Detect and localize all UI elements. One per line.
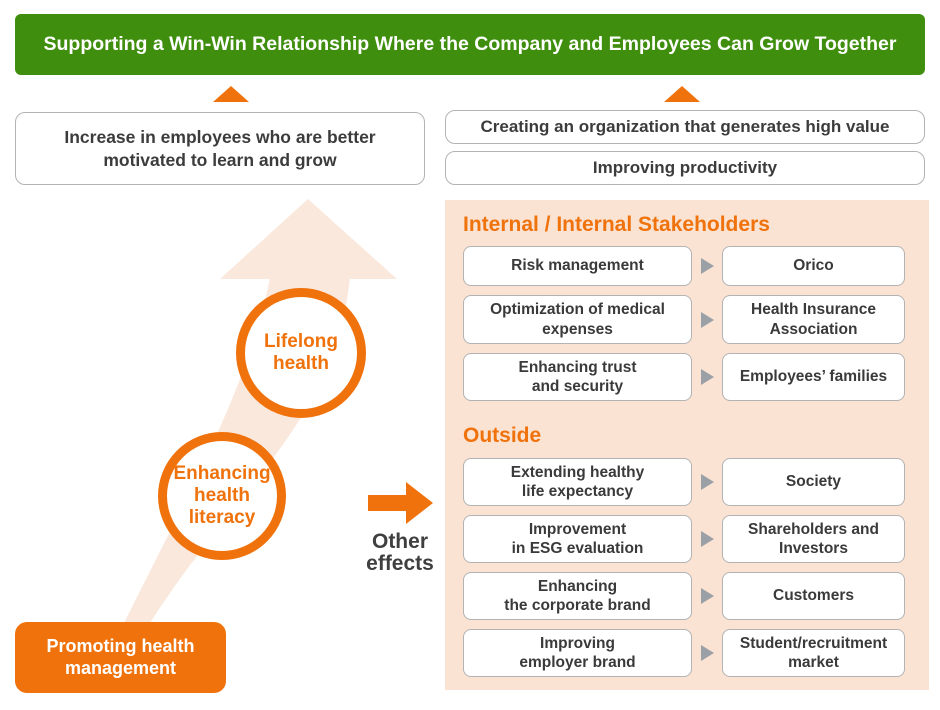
promoting-health-box: Promoting health management: [15, 622, 226, 693]
step-lifelong-health: Lifelong health: [236, 288, 366, 418]
banner-title: Supporting a Win-Win Relationship Where …: [15, 14, 925, 75]
right-arrow-icon: [700, 645, 714, 661]
stakeholder-box: Society: [722, 458, 905, 506]
effect-box: Improving employer brand: [463, 629, 692, 677]
other-effects-arrow-icon: [368, 482, 433, 524]
step-health-literacy-label: Enhancing health literacy: [173, 463, 271, 528]
right-arrow-icon: [700, 258, 714, 274]
panel-heading-internal: Internal / Internal Stakeholders: [463, 213, 770, 236]
effect-box: Optimization of medical expenses: [463, 295, 692, 344]
panel-row: Optimization of medical expenses Health …: [463, 295, 905, 344]
stakeholder-box: Orico: [722, 246, 905, 286]
right-arrow-icon: [700, 531, 714, 547]
stakeholder-box: Employees’ families: [722, 353, 905, 401]
panel-row: Risk management Orico: [463, 246, 905, 286]
outcome-right-top-box: Creating an organization that generates …: [445, 110, 925, 144]
right-arrow-icon: [700, 588, 714, 604]
effect-box: Extending healthy life expectancy: [463, 458, 692, 506]
up-triangle-left-icon: [213, 86, 249, 102]
up-triangle-right-icon: [664, 86, 700, 102]
effect-box: Risk management: [463, 246, 692, 286]
effect-box: Improvement in ESG evaluation: [463, 515, 692, 563]
step-health-literacy: Enhancing health literacy: [158, 432, 286, 560]
stakeholder-box: Customers: [722, 572, 905, 620]
stakeholder-panel: Internal / Internal Stakeholders Risk ma…: [445, 200, 929, 690]
stakeholder-box: Student/recruitment market: [722, 629, 905, 677]
effect-box: Enhancing trust and security: [463, 353, 692, 401]
panel-row: Improvement in ESG evaluation Shareholde…: [463, 515, 905, 563]
outcome-right-bottom-box: Improving productivity: [445, 151, 925, 185]
panel-row: Improving employer brand Student/recruit…: [463, 629, 905, 677]
panel-row: Enhancing the corporate brand Customers: [463, 572, 905, 620]
panel-row: Extending healthy life expectancy Societ…: [463, 458, 905, 506]
right-arrow-icon: [700, 369, 714, 385]
other-effects-label: Other effects: [366, 530, 434, 576]
panel-row: Enhancing trust and security Employees’ …: [463, 353, 905, 401]
effect-box: Enhancing the corporate brand: [463, 572, 692, 620]
panel-heading-outside: Outside: [463, 424, 542, 447]
step-lifelong-health-label: Lifelong health: [264, 331, 338, 374]
right-arrow-icon: [700, 311, 714, 328]
stakeholder-box: Shareholders and Investors: [722, 515, 905, 563]
outcome-left-box: Increase in employees who are better mot…: [15, 112, 425, 185]
stakeholder-box: Health Insurance Association: [722, 295, 905, 344]
right-arrow-icon: [700, 474, 714, 490]
growth-arrow-head: [220, 199, 397, 279]
